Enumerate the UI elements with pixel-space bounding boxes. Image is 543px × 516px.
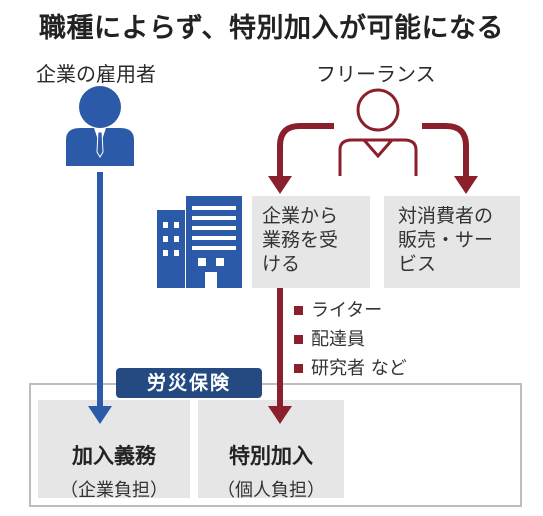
mandatory-enrollment-box: 加入義務 （企業負担） [38, 400, 190, 501]
insurance-frame [29, 383, 522, 507]
building-icon [157, 196, 242, 288]
employee-person-icon [66, 86, 134, 166]
bullet-square-icon [294, 335, 303, 344]
consumer-sales-box: 対消費者の 販売・サー ビス [384, 196, 520, 288]
consumer-line-1: 対消費者の [398, 205, 494, 227]
insurance-banner: 労災保険 [116, 368, 262, 398]
consumer-line-2: 販売・サー [398, 229, 494, 251]
corporate-line-1: 企業から [262, 205, 339, 227]
freelance-label: フリーランス [316, 62, 436, 86]
diagram-title: 職種によらず、特別加入が可能になる [38, 13, 505, 44]
special-enrollment-box: 特別加入 （個人負担） [198, 400, 344, 501]
bullet-square-icon [294, 306, 303, 315]
special-title: 特別加入 [229, 444, 313, 468]
bullet-square-icon [294, 364, 303, 373]
mandatory-subtitle: （企業負担） [60, 480, 168, 501]
arrow-to-consumer [422, 123, 469, 178]
example-item: 配達員 [294, 325, 407, 354]
corporate-line-2: 業務を受 [262, 229, 339, 251]
example-item: 研究者 など [294, 354, 407, 383]
special-subtitle: （個人負担） [217, 480, 325, 501]
mandatory-title: 加入義務 [72, 444, 156, 468]
freelancer-person-icon [338, 88, 418, 176]
arrow-to-corporate [277, 123, 334, 178]
consumer-line-3: ビス [398, 253, 437, 275]
examples-list: ライター 配達員 研究者 など [294, 296, 407, 383]
example-item: ライター [294, 296, 407, 325]
employee-label: 企業の雇用者 [36, 62, 156, 86]
corporate-line-3: ける [262, 253, 301, 275]
corporate-work-box: 企業から 業務を受 ける [252, 196, 370, 288]
